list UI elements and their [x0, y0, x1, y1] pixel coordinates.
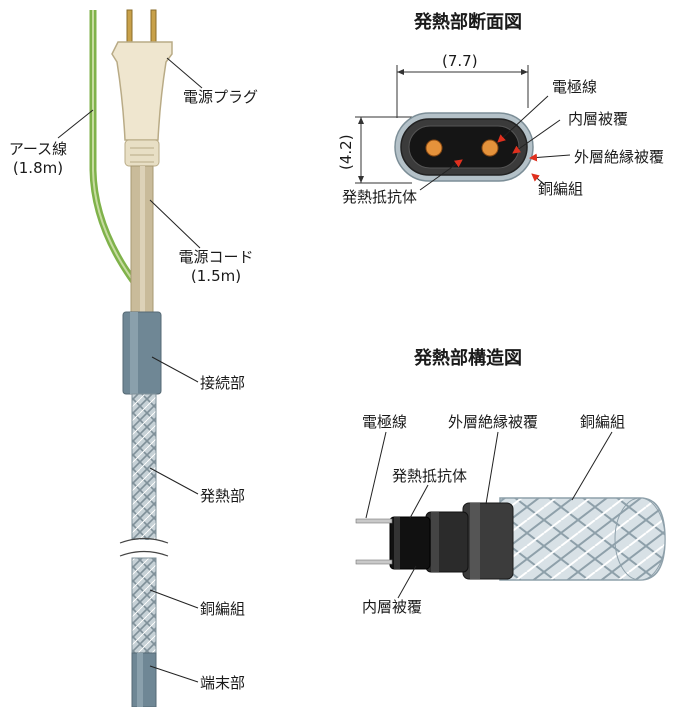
- cross-electrode-left: [425, 139, 443, 157]
- label-joint: 接続部: [200, 374, 246, 392]
- structure-figure: [355, 497, 666, 581]
- earth-wire-name: アース線: [8, 140, 68, 158]
- cross-section-figure: [355, 65, 534, 184]
- power-cord-length: (1.5m): [190, 267, 242, 285]
- plug-pin-right: [150, 9, 157, 45]
- cross-label-heating-resistor: 発熱抵抗体: [342, 188, 418, 206]
- cross-section-title: 発熱部断面図: [414, 12, 522, 33]
- structure-electrode-bottom: [355, 559, 393, 565]
- structure-leaders: [365, 431, 613, 599]
- label-plug: 電源プラグ: [183, 88, 259, 106]
- label-power-cord: 電源コード (1.5m): [174, 248, 258, 286]
- cable-assembly: [89, 9, 173, 707]
- power-cord-name: 電源コード: [178, 248, 254, 266]
- cross-label-copper-braid: 銅編組: [538, 180, 584, 198]
- earth-wire-length: (1.8m): [12, 159, 64, 177]
- label-heating-section: 発熱部: [200, 487, 246, 505]
- plug-body: [111, 41, 173, 141]
- label-earth-wire: アース線 (1.8m): [4, 140, 72, 178]
- structure-label-copper-braid: 銅編組: [580, 413, 626, 431]
- label-end-cap: 端末部: [200, 674, 246, 692]
- left-leaders: [57, 57, 203, 683]
- structure-label-outer-insulation: 外層絶縁被覆: [448, 413, 539, 431]
- cross-inner-sheath: [408, 125, 520, 169]
- plug-pin-left: [126, 9, 133, 45]
- joint: [122, 311, 162, 395]
- label-copper-braid: 銅編組: [200, 600, 246, 618]
- cross-height-dim: (4.2): [337, 134, 355, 170]
- cross-electrode-right: [481, 139, 499, 157]
- structure-title: 発熱部構造図: [414, 348, 522, 369]
- structure-label-inner-sheath: 内層被覆: [362, 598, 423, 616]
- cross-label-electrode: 電極線: [552, 78, 598, 96]
- cross-width-dim: (7.7): [442, 52, 478, 70]
- copper-braid-section: [131, 557, 157, 654]
- cross-label-outer-insulation: 外層絶縁被覆: [574, 148, 665, 166]
- structure-electrode-top: [355, 518, 393, 524]
- cross-label-inner-sheath: 内層被覆: [568, 110, 629, 128]
- cross-leaders: [419, 95, 571, 191]
- structure-label-heating-resistor: 発熱抵抗体: [392, 467, 468, 485]
- structure-label-electrode: 電極線: [362, 413, 408, 431]
- end-cap: [131, 652, 157, 707]
